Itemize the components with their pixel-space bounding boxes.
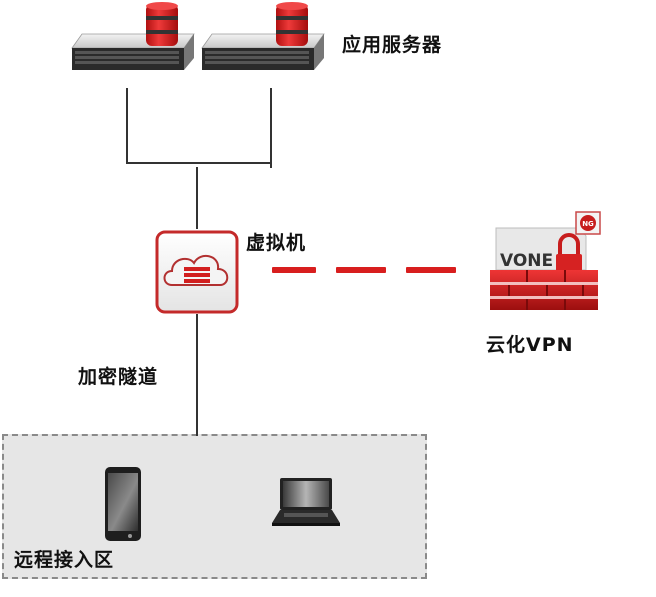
svg-text:NG: NG (582, 220, 594, 228)
server-with-database-icon (201, 2, 325, 70)
cloud-server-icon (155, 230, 239, 314)
bus-to-vm-line (196, 167, 198, 229)
server-with-database-icon (71, 2, 195, 70)
svg-text:VONE: VONE (500, 251, 553, 271)
remote-access-zone (2, 434, 427, 579)
laptop-icon (272, 478, 340, 526)
remote-zone-label: 远程接入区 (14, 549, 115, 571)
smartphone-icon (105, 467, 141, 541)
tunnel-label: 加密隧道 (78, 366, 159, 388)
server2-drop-line (270, 88, 272, 168)
vpn-label: 云化VPN (486, 334, 574, 356)
server1-drop-line (126, 88, 128, 164)
app-server-1 (70, 0, 200, 74)
smartphone-device (104, 466, 142, 542)
server-bus-line (126, 162, 272, 164)
dash-segment (406, 267, 456, 273)
vpn-dashed-link (270, 266, 460, 274)
vpn-node: VONE NG (486, 210, 608, 320)
app-server-2 (200, 0, 330, 74)
dash-segment (336, 267, 386, 273)
firewall-lock-icon: VONE NG (490, 211, 601, 310)
dash-segment (272, 267, 316, 273)
app-servers-label: 应用服务器 (342, 34, 443, 56)
vm-to-zone-line (196, 314, 198, 436)
vm-label: 虚拟机 (246, 232, 307, 254)
laptop-device (272, 477, 342, 527)
vm-node (154, 229, 240, 315)
